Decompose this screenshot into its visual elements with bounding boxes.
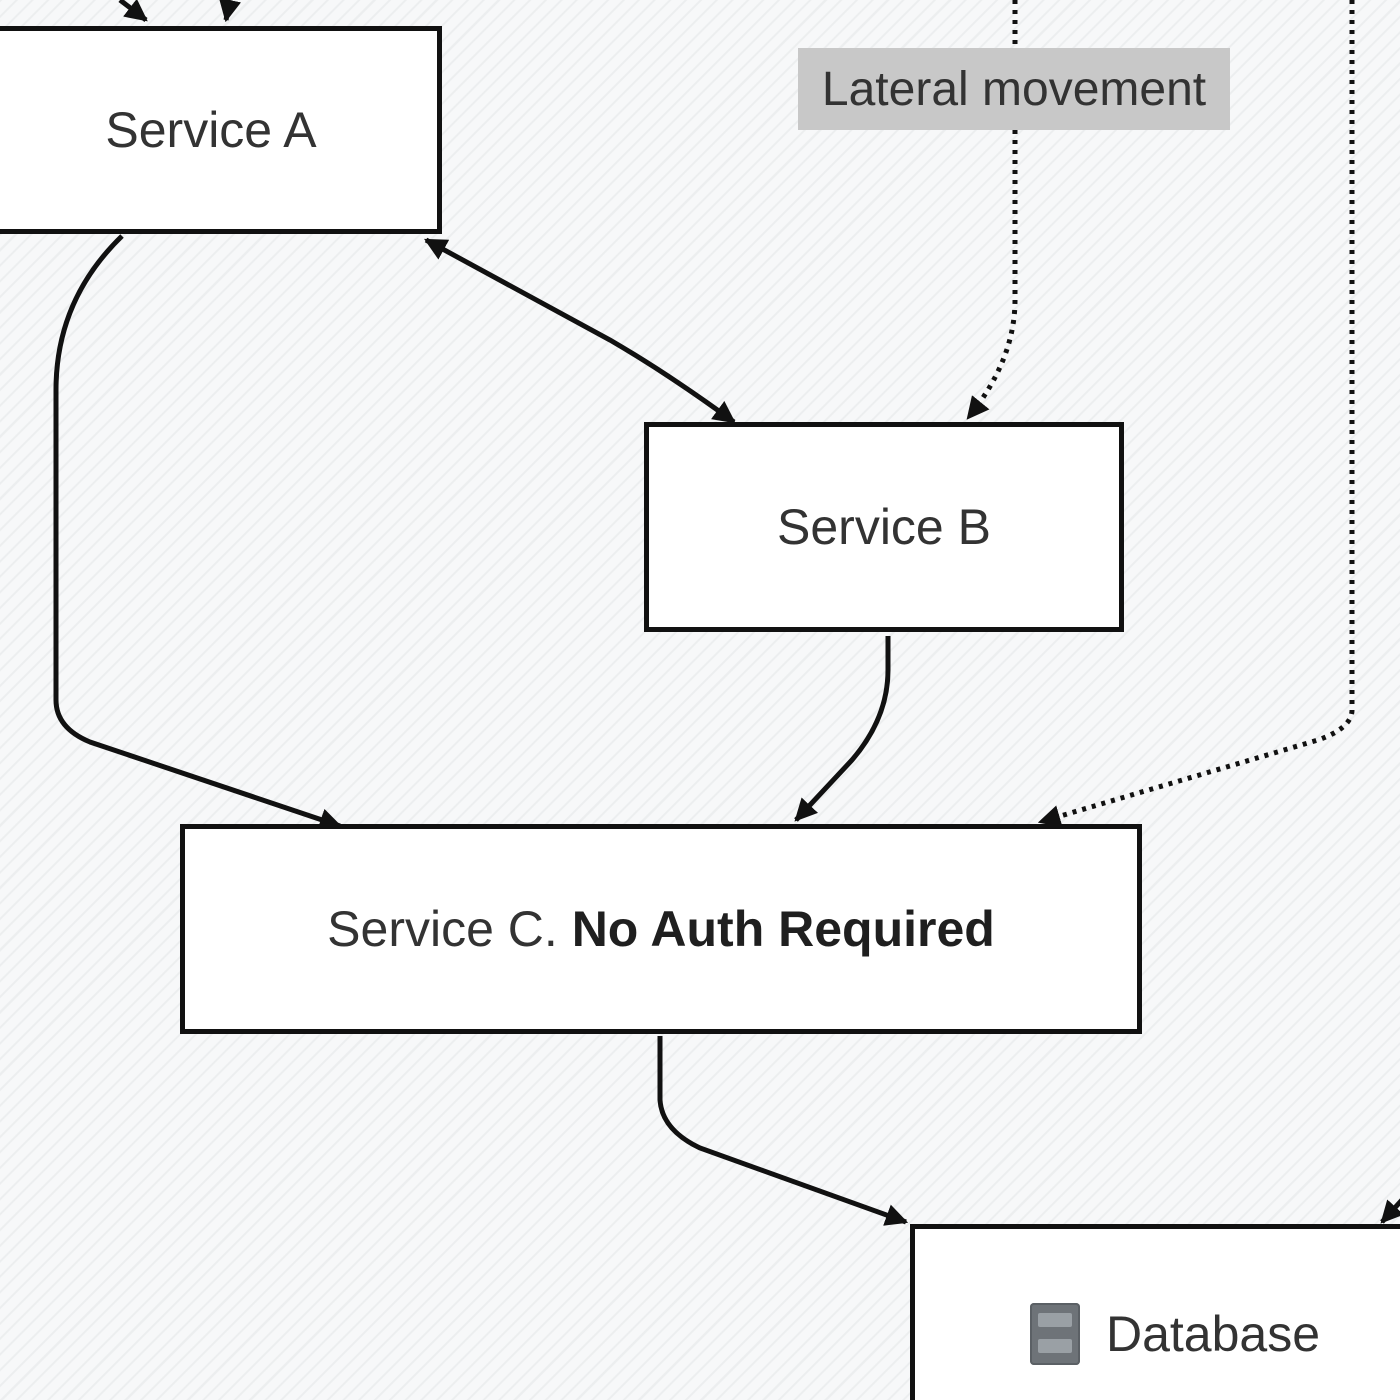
lateral-movement-edge-label: Lateral movement (798, 48, 1230, 130)
edge-service-a-service-b (424, 237, 736, 425)
edge-dotted-service-c (1037, 0, 1355, 828)
service-c-bold-label: No Auth Required (571, 901, 995, 957)
database-icon (1029, 1303, 1080, 1365)
edge-lateral-movement-service-b (966, 0, 1018, 420)
service-a-label: Service A (105, 102, 317, 158)
service-c-label: Service C. (327, 901, 558, 957)
service-b-node[interactable]: Service B (644, 422, 1124, 632)
edge-service-a-service-c (53, 234, 343, 831)
edge-service-c-database (657, 1036, 909, 1226)
service-a-node[interactable]: Service A (0, 26, 442, 234)
service-c-node[interactable]: Service C. No Auth Required (180, 824, 1142, 1034)
database-node[interactable]: Database (910, 1224, 1400, 1400)
service-b-label: Service B (777, 499, 991, 555)
edge-service-b-service-c (794, 636, 891, 822)
database-label: Database (1105, 1306, 1321, 1362)
edge-incoming-service-a-2 (218, 0, 242, 23)
edge-incoming-service-a-1 (118, 0, 148, 22)
edge-external-database (1380, 1198, 1400, 1224)
